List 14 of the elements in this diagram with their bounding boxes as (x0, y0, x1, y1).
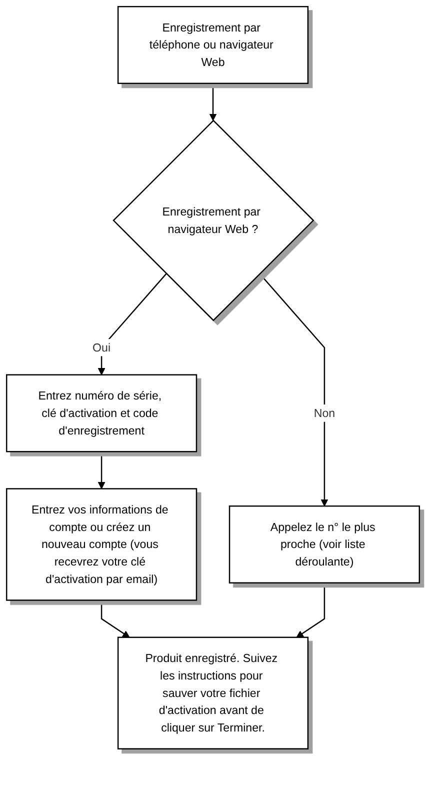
arrow (100, 600, 130, 638)
arrow (296, 582, 326, 638)
node-box: Enregistrement par téléphone ou navigateur Web (117, 6, 309, 84)
arrow (98, 273, 167, 376)
node-diamond: Enregistrement par navigateur Web ? (112, 120, 314, 322)
node-box: Appelez le n° le plus proche (voir liste déroulante) (228, 505, 420, 584)
arrow (259, 273, 328, 506)
edge-label: Non (314, 406, 336, 420)
edge-label: Oui (92, 340, 111, 354)
node-box: Produit enregistré. Suivez les instructions pour sauver votre fichier d'activation avant de cliquer sur Terminer. (117, 636, 309, 750)
arrow (209, 83, 217, 121)
arrow (98, 452, 106, 490)
node-box: Entrez vos informations de compte ou créez un nouveau compte (vous recevrez votre clé d'activation par email) (6, 488, 198, 601)
node-box: Entrez numéro de série, clé d'activation et code d'enregistrement (6, 374, 198, 452)
